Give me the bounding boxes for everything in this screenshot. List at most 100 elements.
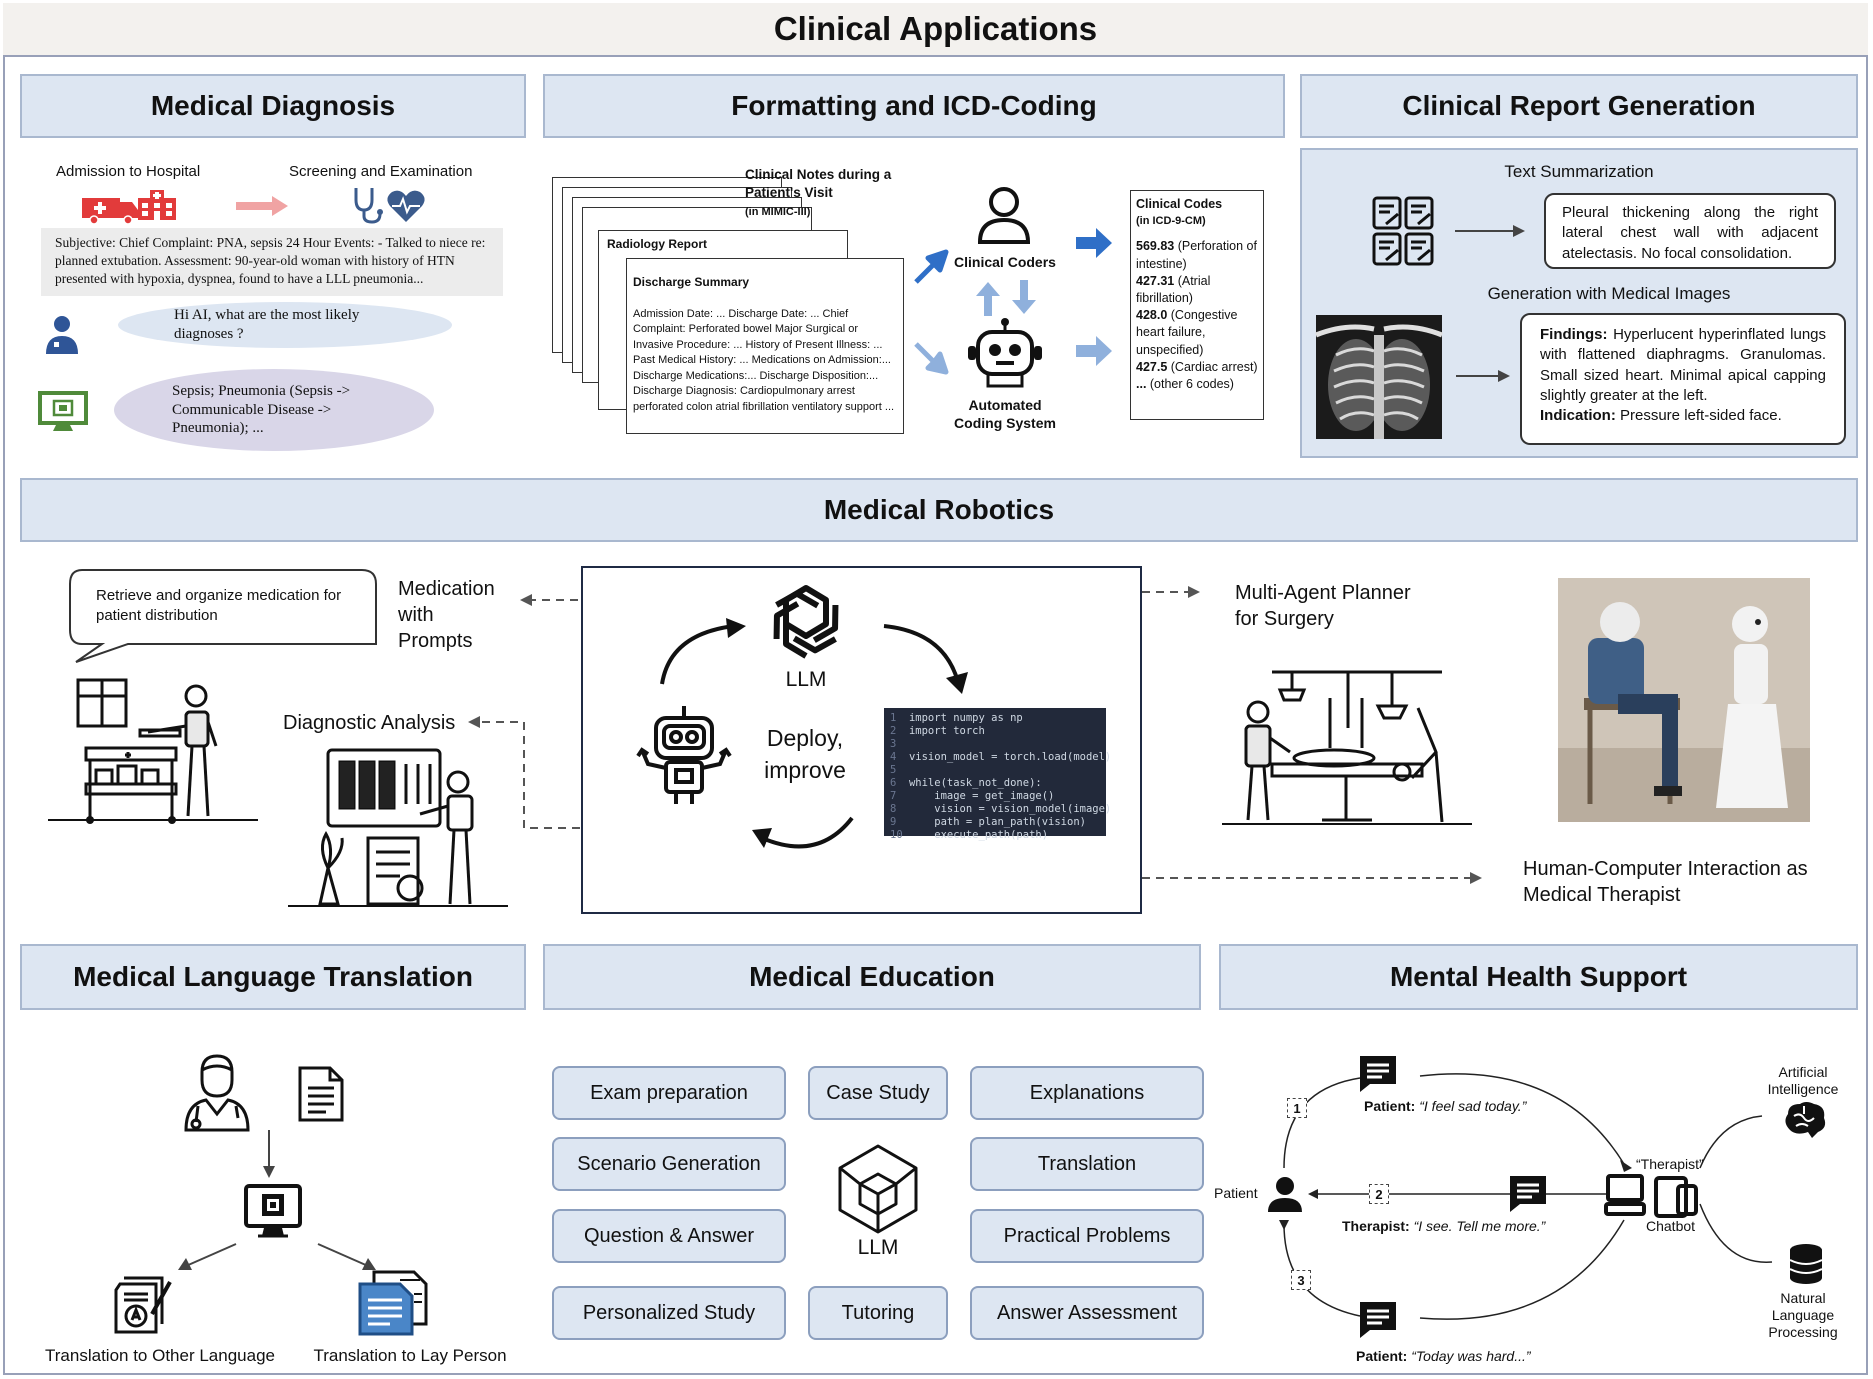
translation-other-label: Translation to Other Language	[45, 1346, 275, 1365]
codes-title: Clinical Codes	[1136, 197, 1223, 211]
code-line: 3	[890, 738, 1100, 751]
cycle-arrow-left-icon	[660, 618, 746, 685]
chat-bubble-patient-icon	[1360, 1302, 1396, 1338]
patient-label: Patient	[1214, 1185, 1258, 1201]
line-number: 9	[890, 816, 909, 828]
code-line: 9 path = plan_path(vision)	[890, 816, 1100, 829]
robot-therapist-photo	[1558, 578, 1810, 822]
edu-case-study: Case Study	[808, 1066, 948, 1120]
code-item: 569.83 (Perforation of intestine)	[1136, 238, 1258, 272]
cycle-arrow-right-icon	[883, 624, 968, 694]
code-value: 427.5	[1136, 359, 1168, 374]
indication-label: Indication:	[1540, 407, 1616, 424]
discharge-title: Discharge Summary	[633, 275, 750, 289]
indication-text: Pressure left-sided face.	[1620, 407, 1782, 424]
automated-coding-label: Automated Coding System	[954, 397, 1056, 431]
message-2-who: Therapist:	[1342, 1218, 1410, 1234]
line-text: vision_model = torch.load(model)	[908, 751, 1112, 763]
line-number: 4	[890, 751, 909, 763]
arrow-right-summary-icon	[1455, 225, 1525, 237]
code-item: 427.5 (Cardiac arrest)	[1136, 359, 1258, 376]
step-2-badge: 2	[1369, 1184, 1389, 1204]
section-header-education: Medical Education	[543, 944, 1201, 1010]
section-header-diagnosis: Medical Diagnosis	[20, 74, 526, 138]
chatbot-devices-icon	[1604, 1174, 1698, 1218]
clinical-codes-card: Clinical Codes (in ICD-9-CM) 569.83 (Per…	[1130, 190, 1264, 420]
therapist-label: “Therapist”	[1636, 1156, 1704, 1172]
document-icon	[298, 1066, 344, 1122]
section-header-translation: Medical Language Translation	[20, 944, 526, 1010]
section-header-icd: Formatting and ICD-Coding	[543, 74, 1285, 138]
hci-label: Human-Computer Interaction as Medical Th…	[1523, 858, 1808, 906]
cycle-arrow-bottom-icon	[752, 816, 854, 849]
code-value: 428.0	[1136, 308, 1168, 323]
code-value: 569.83	[1136, 239, 1175, 254]
findings-text: Hyperlucent hyperinflated lungs with fla…	[1540, 326, 1827, 404]
message-3-who: Patient:	[1356, 1348, 1408, 1364]
code-description: (Perforation of intestine)	[1136, 239, 1257, 271]
code-item: 428.0 (Congestive heart failure, unspeci…	[1136, 307, 1258, 359]
arrow-up-right-icon	[914, 249, 949, 284]
code-description: (Atrial fibrillation)	[1136, 273, 1211, 306]
arrow-right-blue-icon	[1076, 228, 1112, 258]
edu-translation: Translation	[970, 1137, 1204, 1191]
line-text: while(task_not_done):	[908, 777, 1042, 789]
edu-explanations: Explanations	[970, 1066, 1204, 1120]
code-value: 427.31	[1136, 273, 1175, 288]
codes-source: (in ICD-9-CM)	[1136, 215, 1206, 228]
code-line: 5	[890, 764, 1100, 777]
deploy-improve-label: Deploy, improve	[764, 725, 846, 783]
step-3-badge: 3	[1291, 1270, 1311, 1290]
clinical-notes-source: (in MIMIC-III)	[745, 206, 811, 218]
line-number: 3	[890, 738, 909, 750]
code-line: 10 execute_path(path)	[890, 829, 1100, 842]
edu-personalized-study: Personalized Study	[552, 1286, 786, 1340]
line-text: image = get_image()	[908, 790, 1055, 802]
clinical-notes-heading: Clinical Notes during a Patient's Visit	[745, 167, 892, 200]
page-title: Clinical Applications	[3, 3, 1868, 57]
robot-agent-icon	[636, 706, 732, 804]
section-header-report: Clinical Report Generation	[1300, 74, 1858, 138]
discharge-body: Admission Date: ... Discharge Date: ... …	[633, 307, 895, 413]
openai-logo-icon	[773, 585, 839, 659]
code-item: 427.31 (Atrial fibrillation)	[1136, 273, 1258, 307]
lay-translation-document-icon	[358, 1270, 428, 1336]
message-1-who: Patient:	[1364, 1098, 1416, 1114]
ai-chip-monitor-icon	[244, 1184, 302, 1238]
edu-answer-assessment: Answer Assessment	[970, 1286, 1204, 1340]
line-number: 1	[890, 712, 909, 724]
screening-label: Screening and Examination	[289, 163, 473, 180]
line-text: vision = vision_model(image)	[908, 803, 1112, 815]
text-summarization-label: Text Summarization	[1504, 162, 1654, 181]
diagnostic-analysis-label: Diagnostic Analysis	[283, 712, 456, 734]
swap-arrows-icon	[976, 280, 1036, 316]
question-text: Hi AI, what are the most likely diagnose…	[174, 307, 360, 342]
education-llm-label: LLM	[857, 1236, 899, 1259]
line-number: 7	[890, 790, 909, 802]
message-3-text: “Today was hard...”	[1411, 1348, 1531, 1364]
doctor-icon	[184, 1054, 250, 1132]
llm-label: LLM	[785, 668, 827, 691]
edu-scenario-generation: Scenario Generation	[552, 1137, 786, 1191]
ai-monitor-icon	[38, 391, 88, 431]
clinical-coder-person-icon	[977, 187, 1031, 244]
edu-exam-preparation: Exam preparation	[552, 1066, 786, 1120]
code-item: ... (other 6 codes)	[1136, 376, 1258, 393]
arrow-right-icon	[236, 196, 288, 216]
answer-bubble: Sepsis; Pneumonia (Sepsis -> Communicabl…	[114, 369, 434, 451]
code-line: 4 vision_model = torch.load(model)	[890, 751, 1111, 764]
message-2: Therapist: “I see. Tell me more.”	[1342, 1218, 1545, 1234]
arrow-down-right-gray-icon	[317, 1243, 376, 1270]
stethoscope-heart-icon	[354, 188, 425, 224]
admission-label: Admission to Hospital	[56, 163, 201, 180]
line-text: path = plan_path(vision)	[908, 816, 1086, 828]
translation-document-icon	[114, 1276, 172, 1334]
retrieve-medication-text: Retrieve and organize medication for pat…	[96, 587, 342, 624]
pharmacy-robot-illustration	[48, 678, 258, 824]
line-number: 8	[890, 803, 909, 815]
brain-icon	[1785, 1102, 1826, 1138]
discharge-summary-card: Discharge Summary Admission Date: ... Di…	[626, 258, 904, 434]
